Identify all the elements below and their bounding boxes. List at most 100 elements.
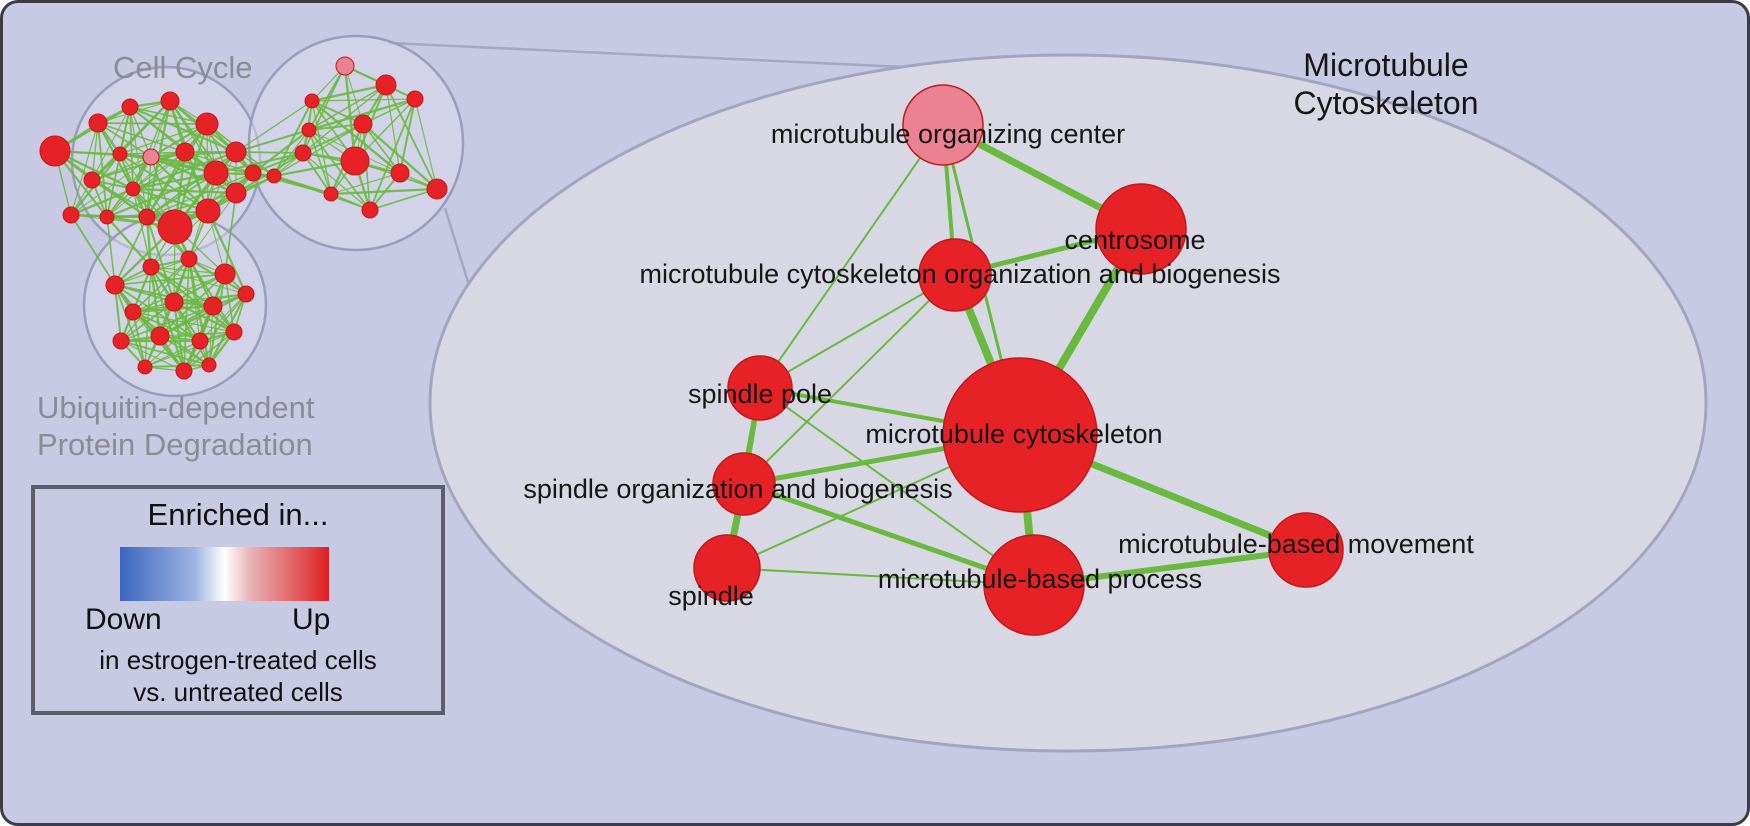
overview-edge <box>183 258 190 372</box>
overview-edge <box>235 100 313 153</box>
detail-node-mbp <box>983 534 1085 636</box>
detail-edge-spindle-mbp <box>726 567 1035 586</box>
overview-node <box>88 113 108 133</box>
overview-edge <box>150 156 209 212</box>
overview-edge <box>120 258 190 342</box>
overview-edge <box>114 284 146 368</box>
overview-node <box>99 209 115 225</box>
detail-node-centrosome <box>1095 183 1187 275</box>
overview-node <box>375 74 397 96</box>
overview-node <box>335 56 355 76</box>
overview-node <box>426 178 448 200</box>
overview-node <box>406 90 424 108</box>
ubiquitin-label-line2: Protein Degradation <box>37 427 313 463</box>
detail-node-label-moc: microtubule organizing center <box>771 119 1125 149</box>
detail-edge-mcob-sob <box>743 274 956 485</box>
overview-node <box>203 296 223 316</box>
overview-edge <box>144 331 235 368</box>
overview-edge <box>273 129 310 177</box>
overview-node <box>105 275 125 295</box>
overview-node <box>323 186 339 202</box>
overview-edge <box>330 187 438 196</box>
overview-edge <box>91 151 186 181</box>
overview-edge <box>252 152 304 174</box>
overview-node <box>201 357 217 373</box>
overview-edge <box>97 122 186 153</box>
overview-edge <box>311 83 387 103</box>
legend-up-label: Up <box>292 603 331 636</box>
detail-node-mcob <box>918 238 992 312</box>
detail-node-moc <box>902 84 984 166</box>
overview-edge <box>362 123 438 190</box>
overview-node <box>340 146 370 176</box>
overview-node <box>301 122 317 138</box>
overview-edge <box>144 340 201 368</box>
overview-node <box>225 323 243 341</box>
overview-edge <box>70 122 99 216</box>
overview-edge <box>159 293 247 337</box>
overview-node <box>125 181 141 197</box>
overview-edge <box>146 216 175 303</box>
overview-edge <box>308 129 371 211</box>
overview-edge <box>273 123 364 177</box>
detail-node-mc <box>942 357 1098 513</box>
overview-node <box>160 91 180 111</box>
overview-edge <box>129 106 134 190</box>
overview-node <box>142 258 160 276</box>
overview-node <box>195 112 219 136</box>
detail-node-label-spindle: spindle <box>668 581 754 611</box>
overview-edge <box>120 340 210 366</box>
overview-edge <box>224 192 237 275</box>
overview-edge <box>273 100 313 177</box>
overview-edge <box>369 188 438 211</box>
overview-node <box>180 250 198 268</box>
ubiquitin-label-line1: Ubiquitin-dependent <box>37 390 315 425</box>
overview-edge <box>302 123 364 154</box>
overview-edge <box>308 129 332 195</box>
overview-node <box>225 182 247 204</box>
overview-edge <box>146 192 237 218</box>
overview-edge <box>132 171 217 191</box>
overview-node <box>157 209 193 245</box>
overview-edge <box>173 300 235 334</box>
detail-node-label-mbp: microtubule-based process <box>878 564 1202 594</box>
overview-edge <box>273 174 332 196</box>
overview-edge <box>173 301 210 366</box>
detail-node-label-mcob: microtubule cytoskeleton organization an… <box>640 259 1281 289</box>
overview-edge <box>188 258 235 333</box>
overview-node <box>237 285 255 303</box>
detail-node-label-spindle_pole: spindle pole <box>688 379 832 409</box>
overview-edge <box>132 273 226 313</box>
overview-edge <box>129 106 237 153</box>
legend-caption-line2: vs. untreated cells <box>133 676 343 707</box>
overview-node <box>244 164 262 182</box>
overview-edge <box>106 216 116 286</box>
detail-edge-spindle_pole-mbp <box>759 387 1035 586</box>
overview-node <box>137 359 153 375</box>
overview-node <box>294 144 312 162</box>
legend-down-label: Down <box>85 603 162 636</box>
overview-node <box>83 171 101 189</box>
overview-edge <box>70 214 116 286</box>
overview-node <box>150 326 170 346</box>
overview-edge <box>144 364 210 368</box>
overview-edge <box>132 258 190 313</box>
cell-cycle-cluster-label: Cell Cycle <box>113 50 253 85</box>
overview-node <box>175 142 195 162</box>
overview-node <box>225 141 247 163</box>
microtubule-cytoskeleton-title: Microtubule Cytoskeleton <box>1280 47 1492 123</box>
overview-node <box>39 135 71 167</box>
overview-node <box>304 93 320 109</box>
overview-node <box>124 303 142 321</box>
overview-node <box>175 362 193 380</box>
overview-node <box>214 263 236 285</box>
overview-edge <box>183 293 247 372</box>
detail-node-spindle_pole <box>727 355 793 421</box>
detail-node-label-sob: spindle organization and biogenesis <box>523 474 952 504</box>
detail-node-spindle <box>693 534 761 602</box>
overview-edge <box>119 123 208 155</box>
overview-edge <box>207 210 247 295</box>
overview-edge <box>208 305 214 366</box>
overview-edge <box>120 305 214 342</box>
